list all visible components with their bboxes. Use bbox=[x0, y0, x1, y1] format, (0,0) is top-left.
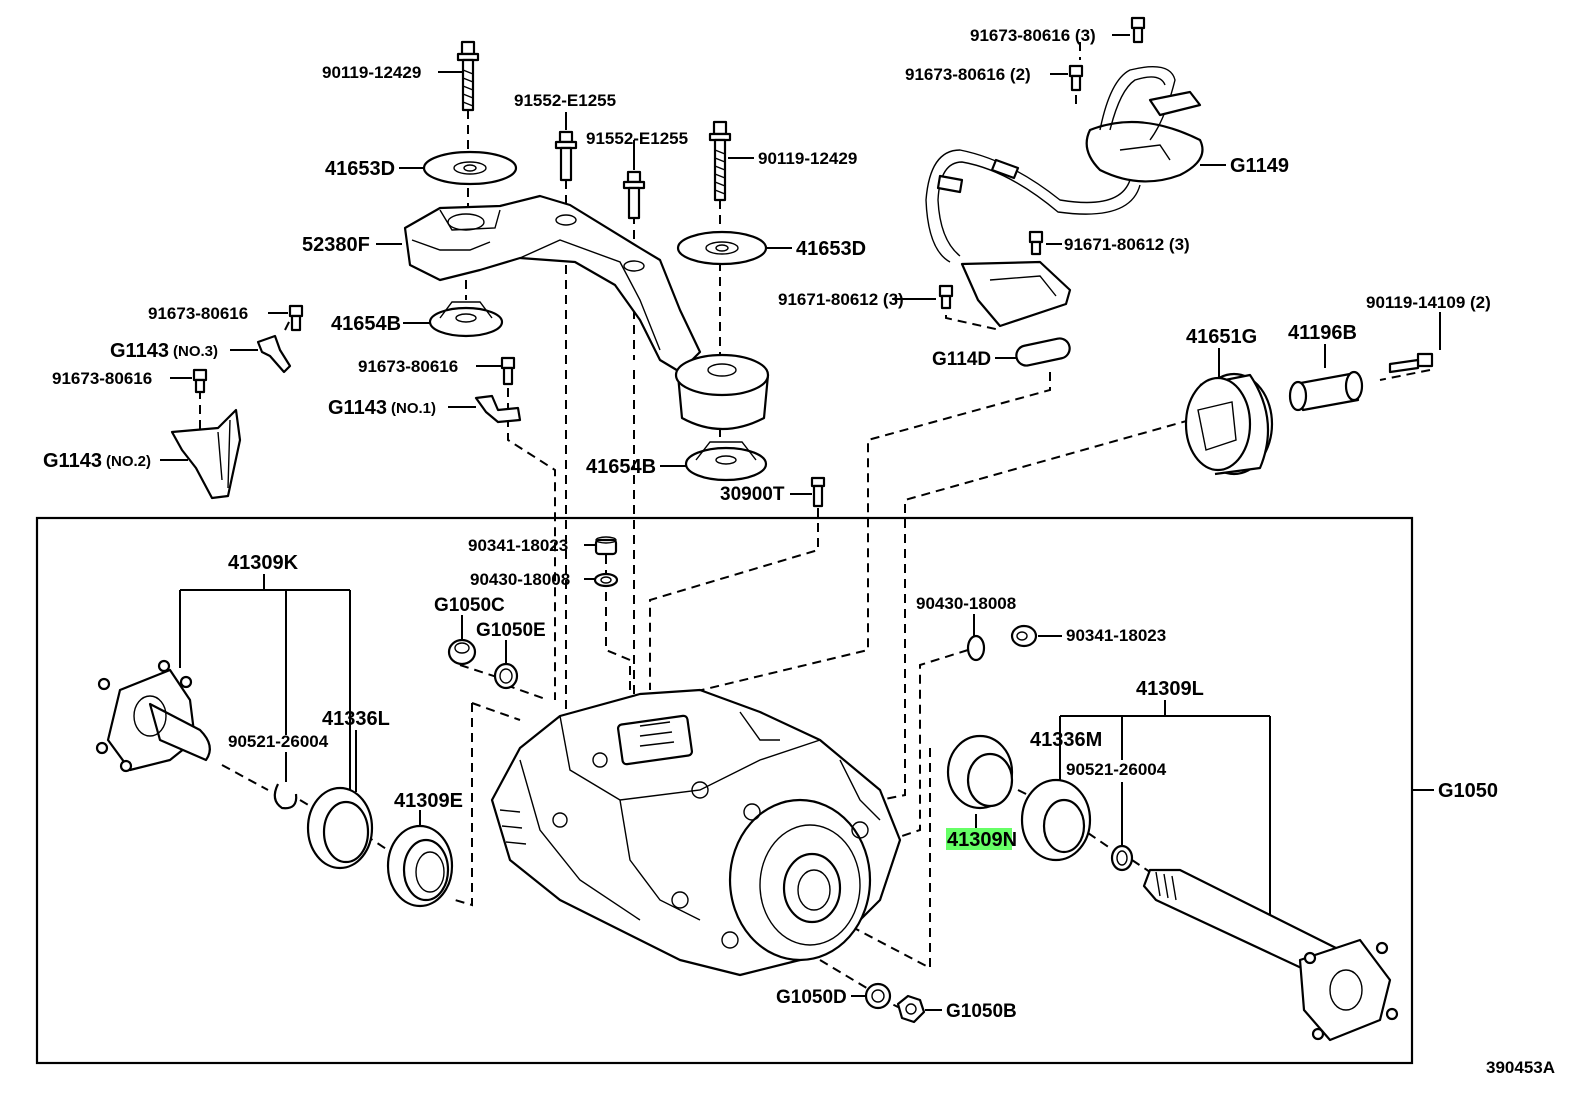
bolt-90119-14109 bbox=[1388, 352, 1434, 374]
label-90119-12429-right[interactable]: 90119-12429 bbox=[758, 149, 857, 168]
label-91671-80612-3b[interactable]: 91671-80612 (3) bbox=[778, 290, 904, 309]
label-91552-E1255-b[interactable]: 91552-E1255 bbox=[586, 129, 688, 148]
bolt-91673-80616-a bbox=[288, 304, 304, 332]
label-90430-18008-b[interactable]: 90430-18008 bbox=[916, 594, 1016, 613]
gasket-G1050D bbox=[864, 982, 892, 1010]
differential-housing bbox=[490, 688, 902, 977]
label-G1050C[interactable]: G1050C bbox=[434, 595, 505, 616]
bolt-91671-80612-3b bbox=[938, 284, 954, 310]
dashed-leaders bbox=[199, 42, 1431, 1009]
bolt-91552-E1255-b bbox=[622, 170, 646, 220]
label-90119-12429-top[interactable]: 90119-12429 bbox=[322, 63, 421, 82]
label-G1143-no1[interactable]: G1143 bbox=[328, 397, 387, 419]
label-G1143-no3[interactable]: G1143 bbox=[110, 340, 169, 362]
harness-bracket bbox=[960, 260, 1072, 328]
bolt-91673-80616-3 bbox=[1130, 16, 1146, 44]
label-41336L[interactable]: 41336L bbox=[322, 708, 390, 730]
pad-G114D bbox=[1015, 337, 1071, 367]
label-91673-80616-a[interactable]: 91673-80616 bbox=[148, 304, 248, 323]
snapring-90521-26004-right bbox=[1110, 844, 1134, 872]
label-41196B[interactable]: 41196B bbox=[1288, 322, 1357, 344]
collar-41196B bbox=[1288, 370, 1364, 412]
label-41309E[interactable]: 41309E bbox=[394, 790, 463, 812]
label-91673-80616-2[interactable]: 91673-80616 (2) bbox=[905, 65, 1031, 84]
label-41309K[interactable]: 41309K bbox=[228, 552, 299, 574]
harness-cable bbox=[925, 149, 1141, 263]
label-G1050[interactable]: G1050 bbox=[1438, 780, 1498, 802]
label-41309L[interactable]: 41309L bbox=[1136, 678, 1204, 700]
label-G1143-no2-suffix: (NO.2) bbox=[106, 453, 151, 470]
label-90119-14109-2[interactable]: 90119-14109 (2) bbox=[1366, 293, 1491, 312]
plug-90341-18023-b bbox=[1010, 624, 1038, 648]
bracket-52380F bbox=[403, 194, 702, 374]
label-90521-26004-right[interactable]: 90521-26004 bbox=[1066, 760, 1167, 779]
label-30900T[interactable]: 30900T bbox=[720, 484, 785, 505]
mount-41654B-upper bbox=[428, 301, 504, 338]
solid-leaders bbox=[160, 34, 1441, 1011]
label-90430-18008-a[interactable]: 90430-18008 bbox=[470, 570, 570, 589]
label-41651G[interactable]: 41651G bbox=[1186, 326, 1257, 348]
clip-G1143-no1 bbox=[474, 394, 522, 424]
snapring-90521-26004-left bbox=[273, 783, 298, 810]
seal-41336M bbox=[1020, 778, 1092, 862]
label-G114D[interactable]: G114D bbox=[932, 349, 991, 370]
label-41653D-left[interactable]: 41653D bbox=[325, 158, 395, 180]
label-91673-80616-3[interactable]: 91673-80616 (3) bbox=[970, 26, 1096, 45]
washer-41653D-left bbox=[422, 150, 518, 186]
label-91673-80616-b[interactable]: 91673-80616 bbox=[52, 369, 152, 388]
gasket-90430-18008-a bbox=[593, 572, 619, 588]
seal-41309N bbox=[946, 734, 1014, 810]
label-G1143-no2[interactable]: G1143 bbox=[43, 450, 102, 472]
part-labels: 90119-12429 91552-E1255 91552-E1255 9011… bbox=[43, 26, 1498, 1022]
highlight-41309N bbox=[946, 828, 1012, 850]
label-41654B-lower[interactable]: 41654B bbox=[586, 456, 656, 478]
label-90341-18023-b[interactable]: 90341-18023 bbox=[1066, 626, 1166, 645]
label-41336M[interactable]: 41336M bbox=[1030, 729, 1102, 751]
diagram-number: 390453A bbox=[1486, 1058, 1555, 1077]
bolt-91671-80612-3a bbox=[1028, 230, 1044, 256]
plug-90341-18023-a bbox=[594, 536, 618, 556]
bolt-91673-80616-b bbox=[192, 368, 208, 394]
shaft-41309L bbox=[1142, 868, 1399, 1042]
bolt-91673-80616-c bbox=[500, 356, 516, 386]
clip-G1143-no2 bbox=[170, 408, 242, 500]
label-52380F[interactable]: 52380F bbox=[302, 234, 370, 256]
bushing-41651G bbox=[1184, 372, 1274, 476]
breather-30900T bbox=[810, 476, 826, 508]
harness-G1149 bbox=[1085, 66, 1204, 183]
label-G1050E[interactable]: G1050E bbox=[476, 620, 546, 641]
label-G1050B[interactable]: G1050B bbox=[946, 1001, 1017, 1022]
label-G1050D[interactable]: G1050D bbox=[776, 987, 847, 1008]
bolt-90119-12429-left bbox=[456, 40, 480, 112]
gasket-90430-18008-b bbox=[966, 634, 986, 662]
label-91671-80612-3a[interactable]: 91671-80612 (3) bbox=[1064, 235, 1190, 254]
label-91673-80616-c[interactable]: 91673-80616 bbox=[358, 357, 458, 376]
flange-41309K bbox=[95, 659, 211, 773]
clip-G1143-no3 bbox=[256, 334, 292, 374]
plug-G1050B bbox=[896, 994, 926, 1024]
label-90521-26004-left[interactable]: 90521-26004 bbox=[228, 732, 329, 751]
label-41654B-upper[interactable]: 41654B bbox=[331, 313, 401, 335]
plug-G1050C bbox=[447, 638, 477, 666]
seal-41336L bbox=[306, 786, 374, 870]
label-90341-18023-a[interactable]: 90341-18023 bbox=[468, 536, 568, 555]
seal-41309E bbox=[386, 824, 454, 908]
label-41653D-right[interactable]: 41653D bbox=[796, 238, 866, 260]
label-G1143-no1-suffix: (NO.1) bbox=[391, 400, 436, 417]
label-G1149[interactable]: G1149 bbox=[1230, 155, 1289, 177]
bolt-90119-12429-right bbox=[708, 120, 732, 202]
label-G1143-no3-suffix: (NO.3) bbox=[173, 343, 218, 360]
bolt-91552-E1255-a bbox=[554, 130, 578, 182]
label-91552-E1255-a[interactable]: 91552-E1255 bbox=[514, 91, 616, 110]
label-41309N[interactable]: 41309N bbox=[947, 829, 1017, 851]
bolt-91673-80616-2 bbox=[1068, 64, 1084, 92]
washer-41653D-right bbox=[676, 230, 768, 266]
mount-cylinder bbox=[674, 353, 770, 431]
mount-41654B-lower bbox=[684, 441, 768, 482]
gasket-G1050E bbox=[493, 662, 519, 690]
